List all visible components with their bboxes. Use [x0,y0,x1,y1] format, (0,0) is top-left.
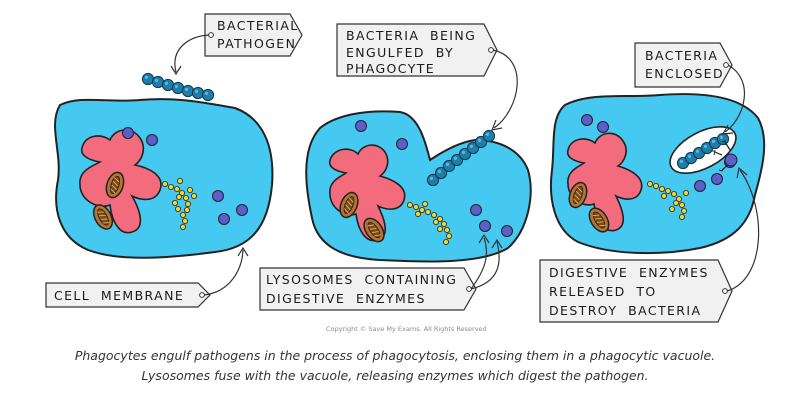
label-digestive-enzymes-line3: DESTROY BACTERIA [549,303,701,318]
phagocyte-cell-1 [54,98,274,259]
label-digestive-enzymes-line2: RELEASED TO [549,284,657,299]
copyright-notice: Copyright © Save My Exams. All Rights Re… [326,325,487,333]
lysosome [581,114,593,126]
granule-cluster [647,180,690,220]
label-lysosomes-line1: LYSOSOMES CONTAINING [266,272,457,287]
lysosome [711,173,723,185]
label-bacteria-engulfed-line3: PHAGOCYTE [346,61,435,76]
lysosome [236,204,248,216]
label-bacterial-pathogen-line1: BACTERIAL [217,18,299,33]
lysosome [146,134,158,146]
label-bacteria-engulfed-line2: ENGULFED BY [346,45,454,60]
lysosome [501,225,513,237]
phagocyte-cell-3 [549,93,766,255]
granule-cluster [406,200,452,245]
nucleus [328,144,406,242]
bacterial-pathogen-chain [141,72,215,102]
lysosome [355,120,367,132]
label-bacteria-enclosed: BACTERIA ENCLOSED [634,42,745,135]
lysosome [218,213,230,225]
label-bacteria-enclosed-line2: ENCLOSED [645,66,724,81]
lysosome [396,138,408,150]
label-bacteria-engulfed: BACTERIA BEING ENGULFED BY PHAGOCYTE [336,23,518,131]
caption-line-1: Phagocytes engulf pathogens in the proce… [74,348,716,363]
lysosome [479,220,491,232]
lysosome [597,121,609,133]
lysosome [122,127,134,139]
label-cell-membrane: CELL MEMBRANE [45,246,249,308]
label-bacteria-engulfed-line1: BACTERIA BEING [346,28,476,43]
granule-cluster [161,177,197,230]
label-lysosomes-line2: DIGESTIVE ENZYMES [266,291,426,306]
lysosome [694,180,706,192]
label-bacteria-enclosed-line1: BACTERIA [645,48,718,63]
label-lysosomes: LYSOSOMES CONTAINING DIGESTIVE ENZYMES [259,233,503,311]
label-digestive-enzymes-line1: DIGESTIVE ENZYMES [549,265,709,280]
figure-caption: Phagocytes engulf pathogens in the proce… [0,346,790,386]
lysosome [212,190,224,202]
lysosome [470,204,482,216]
phagocytosis-diagram: BACTERIAL PATHOGEN CELL MEMBRANE [45,13,766,333]
label-cell-membrane-text: CELL MEMBRANE [54,288,184,303]
label-bacterial-pathogen: BACTERIAL PATHOGEN [170,13,303,76]
caption-line-2: Lysosomes fuse with the vacuole, releasi… [141,368,649,383]
nucleus [566,132,643,232]
label-digestive-enzymes: DIGESTIVE ENZYMES RELEASED TO DESTROY BA… [539,166,760,323]
label-bacterial-pathogen-line2: PATHOGEN [217,36,296,51]
phagocytic-vacuole [669,126,738,174]
